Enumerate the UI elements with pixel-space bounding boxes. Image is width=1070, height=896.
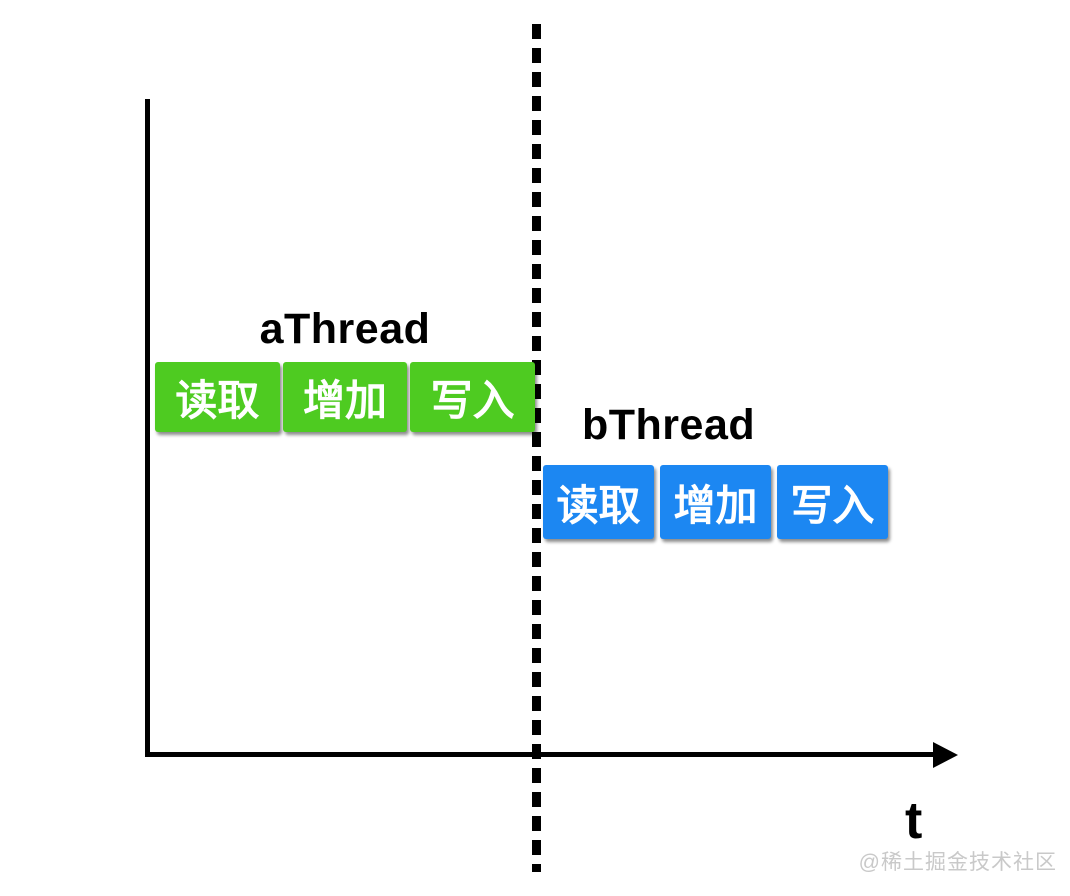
- b-thread-bar: 读取 增加 写入: [543, 465, 888, 539]
- b-thread-step-write: 写入: [777, 465, 888, 539]
- x-axis-arrowhead-icon: [933, 742, 958, 768]
- a-thread-step-read: 读取: [155, 362, 280, 432]
- b-thread-step-read: 读取: [543, 465, 654, 539]
- dashed-divider-line: [532, 24, 541, 872]
- a-thread-step-write: 写入: [410, 362, 536, 432]
- b-thread-step-increment: 增加: [660, 465, 771, 539]
- x-axis-label: t: [905, 792, 923, 850]
- a-thread-step-increment: 增加: [282, 362, 408, 432]
- watermark: @稀土掘金技术社区: [858, 851, 1057, 874]
- y-axis-line: [145, 99, 150, 756]
- a-thread-bar: 读取 增加 写入: [155, 362, 536, 432]
- a-thread-label: aThread: [259, 305, 431, 353]
- b-thread-label: bThread: [582, 401, 756, 449]
